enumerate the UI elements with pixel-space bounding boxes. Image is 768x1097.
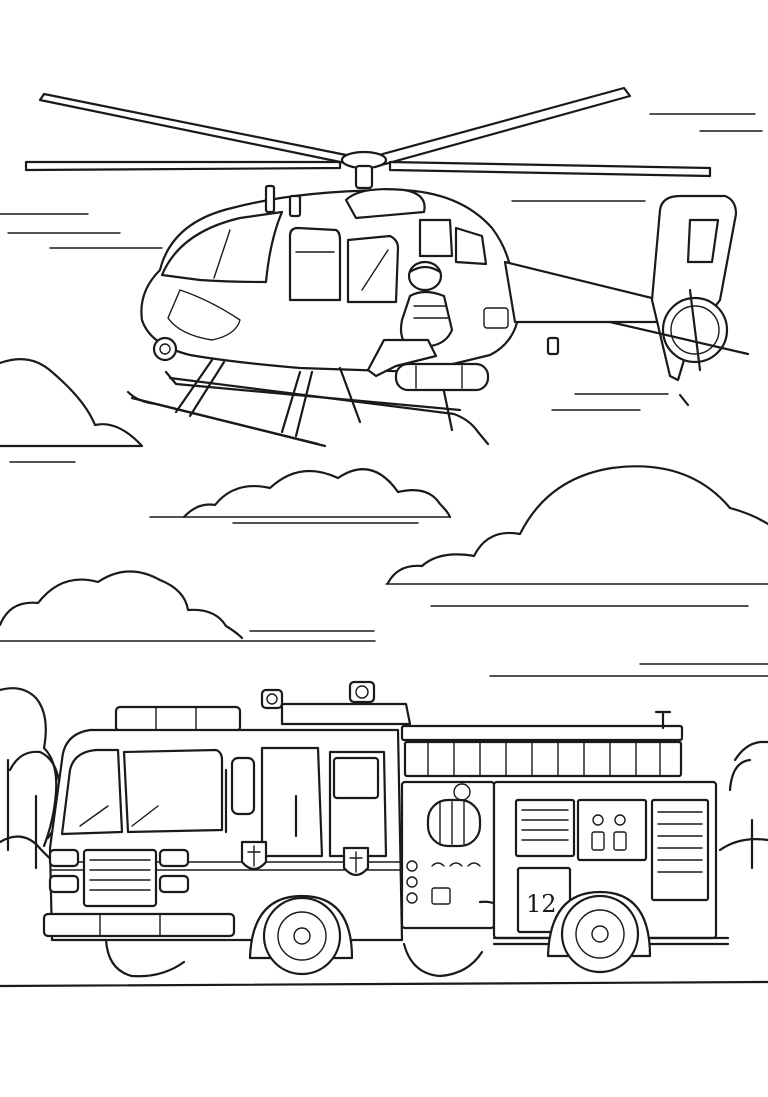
- cloud-middle: [182, 468, 452, 519]
- cloud-right: [386, 465, 768, 585]
- speed-lines: [0, 113, 768, 677]
- fire-truck: 12: [0, 680, 768, 988]
- fuselage: [140, 184, 522, 374]
- trees-right: [718, 740, 768, 870]
- tail: [503, 194, 750, 407]
- truck-cab: [42, 728, 404, 942]
- pump-panel: [400, 780, 502, 932]
- ladder: [400, 710, 684, 778]
- helicopter: [24, 86, 750, 448]
- pilot: [366, 260, 490, 392]
- main-rotor: [24, 86, 712, 190]
- truck-roof: [114, 680, 412, 733]
- ground-line: [0, 980, 768, 988]
- wheels: [104, 890, 652, 978]
- cloud-lower-left: [0, 570, 244, 640]
- unit-number: 12: [526, 890, 557, 918]
- cloud-left: [0, 358, 144, 448]
